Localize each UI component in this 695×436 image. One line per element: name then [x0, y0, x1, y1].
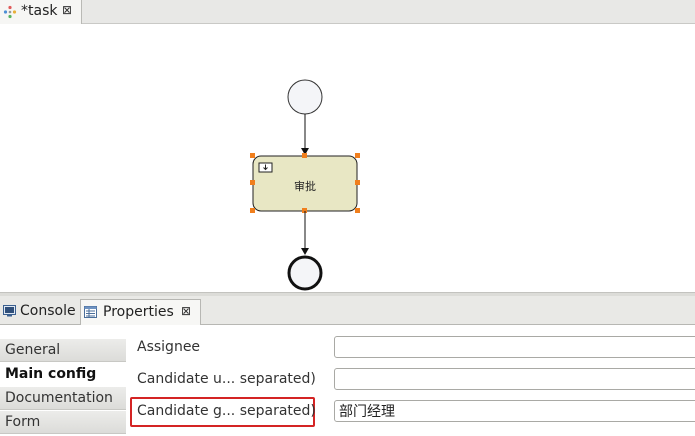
nav-main-config[interactable]: Main config — [0, 363, 126, 386]
candidate-groups-input[interactable] — [334, 400, 695, 422]
properties-panel: General Main config Documentation Form A… — [0, 326, 695, 436]
tab-properties-label: Properties — [103, 304, 174, 320]
bpmn-diagram: 审批 — [250, 79, 360, 291]
editor-tab-bar: *task ⊠ — [0, 0, 695, 25]
tab-console[interactable]: Console — [0, 299, 80, 325]
nav-form[interactable]: Form — [0, 411, 126, 434]
selection-handles[interactable] — [250, 153, 360, 213]
panel-divider[interactable] — [0, 292, 695, 296]
close-icon[interactable]: ⊠ — [62, 3, 73, 17]
view-tab-bar: Console Properties ⊠ — [0, 296, 695, 325]
assignee-input[interactable] — [334, 336, 695, 358]
diagram-canvas[interactable]: 审批 — [0, 24, 695, 294]
candidate-users-input[interactable] — [334, 368, 695, 390]
nav-documentation[interactable]: Documentation — [0, 387, 126, 410]
candidate-users-label: Candidate u... separated) — [137, 371, 316, 387]
properties-icon — [84, 306, 97, 318]
highlight-annotation — [130, 397, 315, 427]
candidate-groups-label: Candidate g... separated) — [137, 403, 316, 419]
nav-general[interactable]: General — [0, 339, 126, 362]
assignee-label: Assignee — [137, 339, 201, 355]
properties-nav: General Main config Documentation Form — [0, 336, 126, 436]
end-event[interactable] — [287, 255, 323, 291]
editor-tab-task[interactable]: *task ⊠ — [0, 0, 82, 25]
bpmn-diagram-icon — [3, 5, 17, 19]
tab-console-label: Console — [20, 303, 76, 319]
user-task-type-icon — [258, 162, 273, 173]
user-task-label: 审批 — [294, 179, 316, 193]
properties-content: Assignee Candidate u... separated) Candi… — [126, 326, 695, 436]
start-event[interactable] — [287, 79, 323, 115]
editor-tab-title: *task — [21, 3, 58, 19]
close-icon[interactable]: ⊠ — [181, 304, 192, 318]
console-icon — [3, 305, 16, 317]
tab-properties[interactable]: Properties ⊠ — [80, 299, 201, 325]
